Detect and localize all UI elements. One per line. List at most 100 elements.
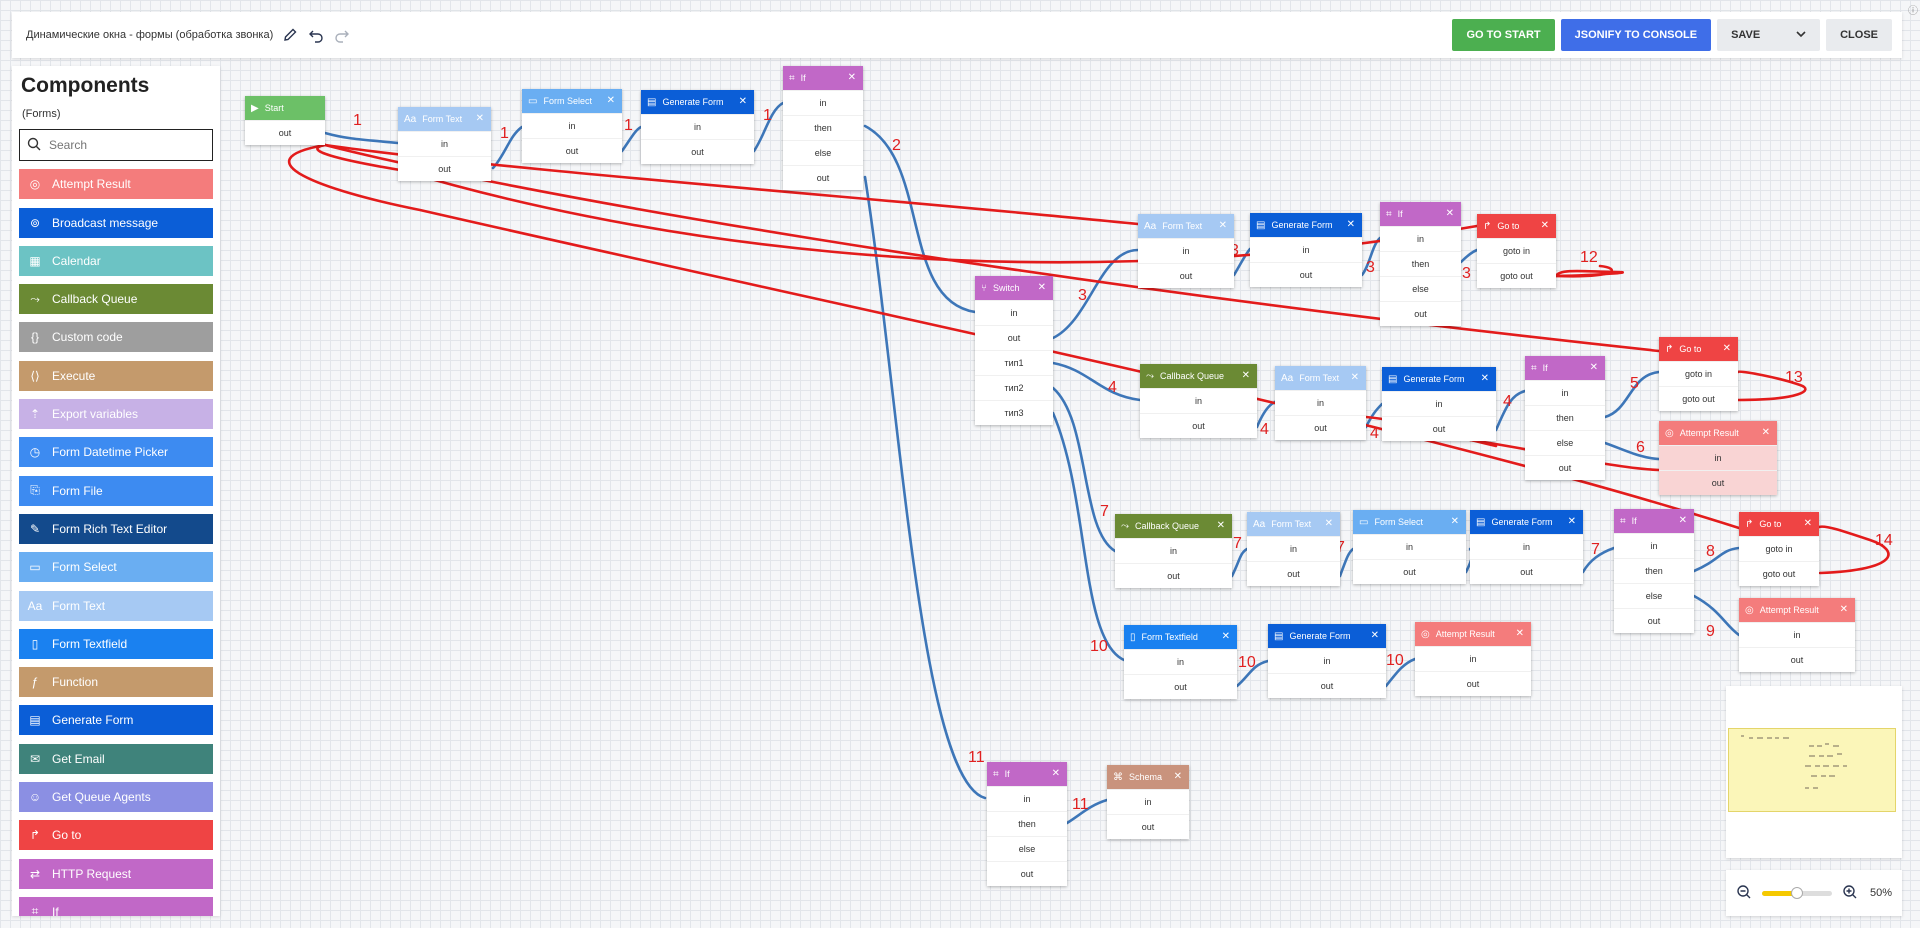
component-form-textfield[interactable]: ▯Form Textfield	[19, 628, 213, 659]
node-header[interactable]: ◎Attempt Result✕	[1659, 421, 1777, 445]
component-if[interactable]: ⌗If	[19, 896, 213, 916]
node-header[interactable]: ↱Go to✕	[1477, 214, 1556, 238]
node-port-then[interactable]: then	[987, 811, 1067, 836]
node-port-in[interactable]: in	[1138, 238, 1234, 263]
close-icon[interactable]: ✕	[1324, 518, 1333, 529]
minimap-viewport[interactable]	[1728, 728, 1896, 812]
component-custom-code[interactable]: {}Custom code	[19, 322, 213, 353]
node-port-then[interactable]: then	[1525, 405, 1605, 430]
node-port-тип2[interactable]: тип2	[975, 375, 1053, 400]
node-port-in[interactable]: in	[987, 786, 1067, 811]
node-port-in[interactable]: in	[1247, 536, 1340, 561]
node-header[interactable]: ⌗If✕	[1525, 356, 1605, 380]
close-icon[interactable]: ✕	[1589, 362, 1598, 373]
close-icon[interactable]: ✕	[1370, 630, 1379, 641]
close-icon[interactable]: ✕	[1350, 372, 1359, 383]
node-port-in[interactable]: in	[1268, 648, 1386, 673]
node-port-out[interactable]: out	[398, 156, 491, 181]
node-port-out[interactable]: out	[1353, 559, 1466, 584]
node-port-else[interactable]: else	[1525, 430, 1605, 455]
node-port-in[interactable]: in	[1525, 380, 1605, 405]
node-header[interactable]: ▤Generate Form✕	[1250, 213, 1362, 237]
search-input[interactable]	[49, 138, 199, 152]
node-port-out[interactable]: out	[1525, 455, 1605, 480]
node-header[interactable]: ▤Generate Form✕	[1268, 624, 1386, 648]
node-port-out[interactable]: out	[987, 861, 1067, 886]
close-icon[interactable]: ✕	[1346, 219, 1355, 230]
node-port-in[interactable]: in	[975, 300, 1053, 325]
component-execute[interactable]: ⟨⟩Execute	[19, 360, 213, 391]
node-header[interactable]: ⤳Callback Queue✕	[1140, 364, 1257, 388]
close-icon[interactable]: ✕	[738, 96, 747, 107]
node-port-goto-in[interactable]: goto in	[1477, 238, 1556, 263]
node-port-out[interactable]: out	[1659, 470, 1777, 495]
node-port-then[interactable]: then	[1380, 251, 1461, 276]
close-icon[interactable]: ✕	[1173, 771, 1182, 782]
node-port-in[interactable]: in	[1250, 237, 1362, 262]
component-broadcast-message[interactable]: ⊚Broadcast message	[19, 207, 213, 238]
node-header[interactable]: ⌗If✕	[1614, 509, 1694, 533]
close-icon[interactable]: ✕	[1722, 343, 1731, 354]
node-port-out[interactable]: out	[245, 120, 325, 145]
node-port-out[interactable]: out	[1268, 673, 1386, 698]
node-header[interactable]: ⤳Callback Queue✕	[1115, 514, 1232, 538]
component-form-rich-text-editor[interactable]: ✎Form Rich Text Editor	[19, 513, 213, 544]
component-http-request[interactable]: ⇄HTTP Request	[19, 858, 213, 889]
node-port-goto-out[interactable]: goto out	[1659, 386, 1738, 411]
close-icon[interactable]: ✕	[1839, 604, 1848, 615]
node-header[interactable]: ⌘Schema✕	[1107, 765, 1189, 789]
node-port-out[interactable]: out	[1247, 561, 1340, 586]
search-box[interactable]	[19, 129, 213, 161]
component-get-email[interactable]: ✉Get Email	[19, 743, 213, 774]
node-port-goto-out[interactable]: goto out	[1477, 263, 1556, 288]
jsonify-button[interactable]: JSONIFY TO CONSOLE	[1560, 19, 1712, 51]
node-header[interactable]: ◎Attempt Result✕	[1739, 598, 1855, 622]
node-port-out[interactable]: out	[1115, 563, 1232, 588]
component-get-queue-agents[interactable]: ☺Get Queue Agents	[19, 782, 213, 813]
node-port-goto-in[interactable]: goto in	[1659, 361, 1738, 386]
zoom-slider-handle[interactable]	[1791, 886, 1803, 899]
node-header[interactable]: ⌗If✕	[987, 762, 1067, 786]
close-icon[interactable]: ✕	[1221, 631, 1230, 642]
node-port-in[interactable]: in	[783, 90, 863, 115]
node-header[interactable]: ▤Generate Form✕	[1382, 367, 1496, 391]
node-header[interactable]: ↱Go to✕	[1659, 337, 1738, 361]
node-port-out[interactable]: out	[1415, 671, 1531, 696]
close-icon[interactable]: ✕	[1761, 427, 1770, 438]
node-port-out[interactable]: out	[1614, 608, 1694, 633]
node-port-out[interactable]: out	[522, 138, 622, 163]
node-port-in[interactable]: in	[1739, 622, 1855, 647]
node-port-else[interactable]: else	[1380, 276, 1461, 301]
node-port-goto-out[interactable]: goto out	[1739, 561, 1819, 586]
close-icon[interactable]: ✕	[1515, 628, 1524, 639]
node-port-out[interactable]: out	[1380, 301, 1461, 326]
chevron-down-icon[interactable]	[1796, 29, 1806, 41]
node-header[interactable]: ▤Generate Form✕	[1470, 510, 1583, 534]
node-header[interactable]: ↱Go to✕	[1739, 512, 1819, 536]
node-port-in[interactable]: in	[1470, 534, 1583, 559]
node-port-out[interactable]: out	[1124, 674, 1237, 699]
node-port-out[interactable]: out	[1739, 647, 1855, 672]
node-port-in[interactable]: in	[1107, 789, 1189, 814]
component-form-select[interactable]: ▭Form Select	[19, 552, 213, 583]
node-port-out[interactable]: out	[1140, 413, 1257, 438]
node-header[interactable]: ⌗If✕	[783, 66, 863, 90]
